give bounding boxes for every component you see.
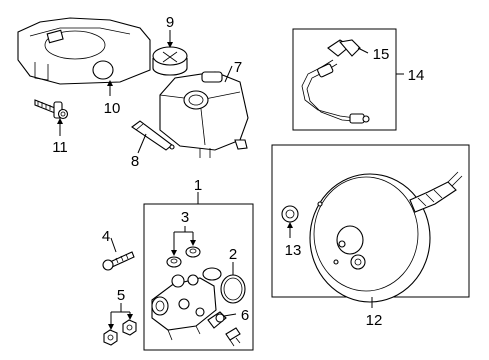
bolt-part-4 (102, 251, 135, 271)
reservoir-cap-part-9 (152, 46, 188, 76)
engine-cover-part-10 (17, 17, 151, 85)
callout-8: 8 (131, 153, 139, 170)
callout-7: 7 (234, 59, 242, 76)
callout-12: 12 (366, 312, 383, 329)
brake-fluid-reservoir-part-7 (159, 71, 249, 158)
callout-3: 3 (181, 209, 189, 226)
callout-9: 9 (166, 14, 174, 31)
o-ring-part-2 (220, 274, 246, 304)
callout-10: 10 (104, 100, 121, 117)
callout-1: 1 (194, 177, 202, 194)
grommet-part-13 (281, 205, 299, 223)
brake-booster-part-12 (309, 171, 463, 303)
nuts-part-5 (103, 319, 137, 346)
sensor-part-6 (207, 311, 241, 347)
master-cylinder-part-1 (151, 267, 222, 341)
sensor-hose-part-14 (301, 39, 370, 124)
seal-rings-part-3 (166, 246, 201, 268)
callout-11: 11 (52, 139, 68, 156)
callout-4: 4 (102, 228, 110, 245)
callout-5: 5 (117, 287, 125, 304)
sensor-kit-box-part-14 (292, 28, 397, 131)
callout-6: 6 (241, 307, 249, 324)
pin-part-8 (131, 120, 175, 151)
callout-15: 15 (373, 46, 390, 63)
bolt-part-11 (34, 99, 69, 120)
leader-lines (57, 30, 404, 330)
callout-2: 2 (229, 246, 237, 263)
callout-13: 13 (285, 242, 302, 259)
callout-14: 14 (408, 67, 425, 84)
